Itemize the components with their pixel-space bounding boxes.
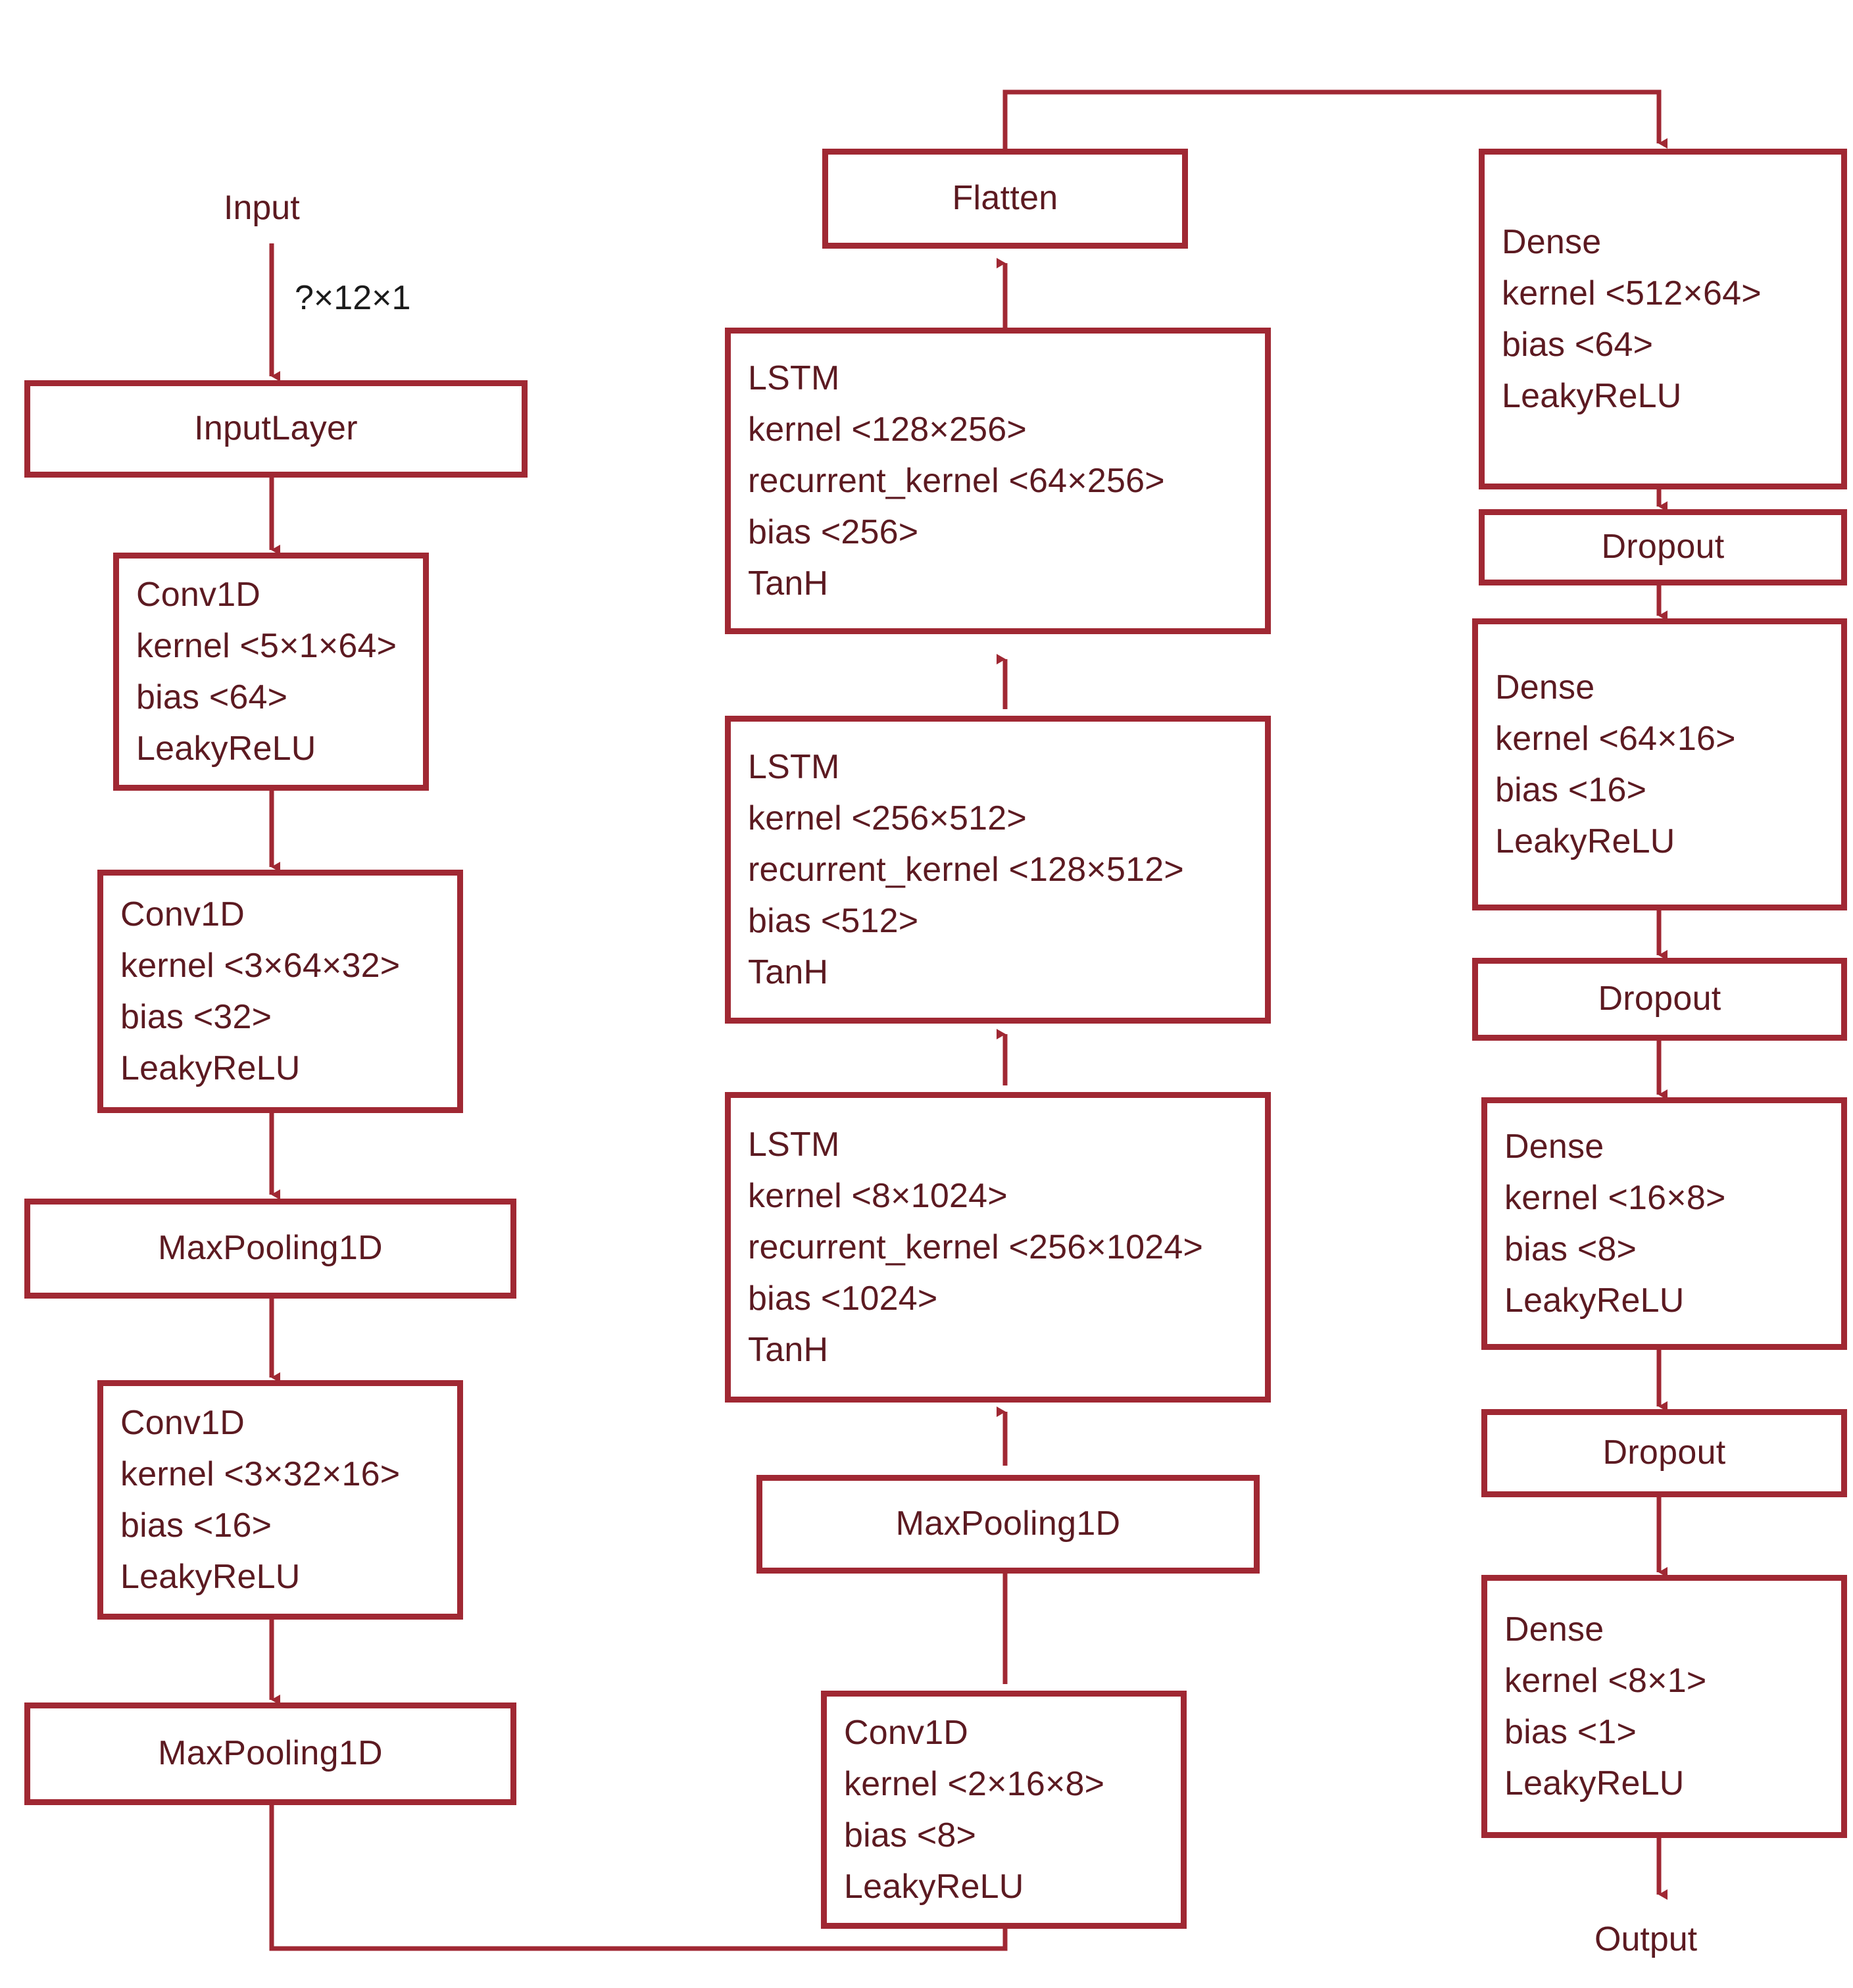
input-label-text: Input <box>224 189 300 227</box>
dense-4-bias: bias <1> <box>1504 1713 1637 1751</box>
node-lstm-1[interactable]: LSTM kernel <8×1024> recurrent_kernel <2… <box>725 1092 1271 1403</box>
dense-3-activation: LeakyReLU <box>1504 1281 1685 1320</box>
node-lstm-3[interactable]: LSTM kernel <128×256> recurrent_kernel <… <box>725 328 1271 634</box>
dense-2-kernel: kernel <64×16> <box>1495 720 1736 758</box>
conv1d-1-activation: LeakyReLU <box>136 730 316 768</box>
dropout-3-title: Dropout <box>1602 1433 1726 1472</box>
node-maxpooling1d-2[interactable]: MaxPooling1D <box>24 1702 516 1805</box>
node-maxpooling1d-3[interactable]: MaxPooling1D <box>756 1475 1260 1574</box>
node-flatten[interactable]: Flatten <box>822 149 1188 249</box>
lstm-2-bias: bias <512> <box>748 902 919 940</box>
input-label: Input <box>224 189 300 227</box>
node-conv1d-2[interactable]: Conv1D kernel <3×64×32> bias <32> LeakyR… <box>97 870 463 1113</box>
node-dropout-3[interactable]: Dropout <box>1481 1409 1847 1497</box>
lstm-1-kernel: kernel <8×1024> <box>748 1177 1008 1215</box>
edge-flatten-to-dense1-wrap <box>1002 89 1668 153</box>
node-inputlayer[interactable]: InputLayer <box>24 380 528 478</box>
lstm-3-kernel: kernel <128×256> <box>748 410 1027 449</box>
conv1d-3-kernel: kernel <3×32×16> <box>120 1455 401 1493</box>
dropout-2-title: Dropout <box>1598 980 1721 1018</box>
node-dense-3[interactable]: Dense kernel <16×8> bias <8> LeakyReLU <box>1481 1097 1847 1350</box>
dense-4-activation: LeakyReLU <box>1504 1764 1685 1802</box>
dense-1-bias: bias <64> <box>1502 326 1654 364</box>
dropout-1-title: Dropout <box>1601 528 1725 566</box>
dense-3-bias: bias <8> <box>1504 1230 1637 1268</box>
dense-1-kernel: kernel <512×64> <box>1502 274 1762 312</box>
dense-3-title: Dense <box>1504 1128 1604 1166</box>
input-shape-label: ?×12×1 <box>295 279 411 317</box>
dense-4-title: Dense <box>1504 1610 1604 1649</box>
dense-1-title: Dense <box>1502 223 1602 261</box>
conv1d-4-kernel: kernel <2×16×8> <box>844 1765 1105 1803</box>
node-conv1d-3[interactable]: Conv1D kernel <3×32×16> bias <16> LeakyR… <box>97 1380 463 1620</box>
flatten-title: Flatten <box>952 179 1058 218</box>
lstm-2-title: LSTM <box>748 748 840 786</box>
conv1d-2-activation: LeakyReLU <box>120 1049 301 1087</box>
lstm-2-recurrent-kernel: recurrent_kernel <128×512> <box>748 851 1184 889</box>
node-dropout-2[interactable]: Dropout <box>1472 958 1847 1041</box>
lstm-3-bias: bias <256> <box>748 513 919 551</box>
node-lstm-2[interactable]: LSTM kernel <256×512> recurrent_kernel <… <box>725 716 1271 1024</box>
conv1d-3-bias: bias <16> <box>120 1506 272 1545</box>
conv1d-4-title: Conv1D <box>844 1714 969 1752</box>
dense-2-title: Dense <box>1495 668 1595 707</box>
conv1d-1-bias: bias <64> <box>136 678 288 716</box>
node-conv1d-1[interactable]: Conv1D kernel <5×1×64> bias <64> LeakyRe… <box>113 553 429 791</box>
node-conv1d-4[interactable]: Conv1D kernel <2×16×8> bias <8> LeakyReL… <box>821 1691 1187 1929</box>
lstm-2-kernel: kernel <256×512> <box>748 799 1027 837</box>
maxpooling1d-2-title: MaxPooling1D <box>158 1734 383 1773</box>
conv1d-2-bias: bias <32> <box>120 998 272 1036</box>
node-dropout-1[interactable]: Dropout <box>1479 509 1847 585</box>
dense-2-bias: bias <16> <box>1495 771 1647 809</box>
input-shape-text: ?×12×1 <box>295 279 411 317</box>
dense-2-activation: LeakyReLU <box>1495 822 1675 860</box>
dense-1-activation: LeakyReLU <box>1502 377 1682 415</box>
node-dense-2[interactable]: Dense kernel <64×16> bias <16> LeakyReLU <box>1472 618 1847 910</box>
lstm-1-activation: TanH <box>748 1331 829 1369</box>
conv1d-4-bias: bias <8> <box>844 1816 977 1854</box>
conv1d-3-activation: LeakyReLU <box>120 1558 301 1596</box>
conv1d-1-kernel: kernel <5×1×64> <box>136 627 397 665</box>
dense-3-kernel: kernel <16×8> <box>1504 1179 1726 1217</box>
output-label-text: Output <box>1594 1920 1698 1958</box>
conv1d-2-kernel: kernel <3×64×32> <box>120 947 401 985</box>
lstm-1-title: LSTM <box>748 1126 840 1164</box>
inputlayer-title: InputLayer <box>194 409 358 448</box>
maxpooling1d-1-title: MaxPooling1D <box>158 1229 383 1268</box>
lstm-3-title: LSTM <box>748 359 840 397</box>
lstm-1-bias: bias <1024> <box>748 1280 938 1318</box>
conv1d-1-title: Conv1D <box>136 576 261 614</box>
lstm-1-recurrent-kernel: recurrent_kernel <256×1024> <box>748 1228 1204 1266</box>
conv1d-3-title: Conv1D <box>120 1404 245 1442</box>
output-label: Output <box>1594 1920 1698 1958</box>
lstm-2-activation: TanH <box>748 953 829 991</box>
node-dense-4[interactable]: Dense kernel <8×1> bias <1> LeakyReLU <box>1481 1575 1847 1838</box>
conv1d-2-title: Conv1D <box>120 895 245 933</box>
dense-4-kernel: kernel <8×1> <box>1504 1662 1707 1700</box>
lstm-3-activation: TanH <box>748 564 829 603</box>
lstm-3-recurrent-kernel: recurrent_kernel <64×256> <box>748 462 1165 500</box>
node-maxpooling1d-1[interactable]: MaxPooling1D <box>24 1199 516 1299</box>
conv1d-4-activation: LeakyReLU <box>844 1868 1024 1906</box>
maxpooling1d-3-title: MaxPooling1D <box>895 1504 1121 1543</box>
node-dense-1[interactable]: Dense kernel <512×64> bias <64> LeakyReL… <box>1479 149 1847 489</box>
